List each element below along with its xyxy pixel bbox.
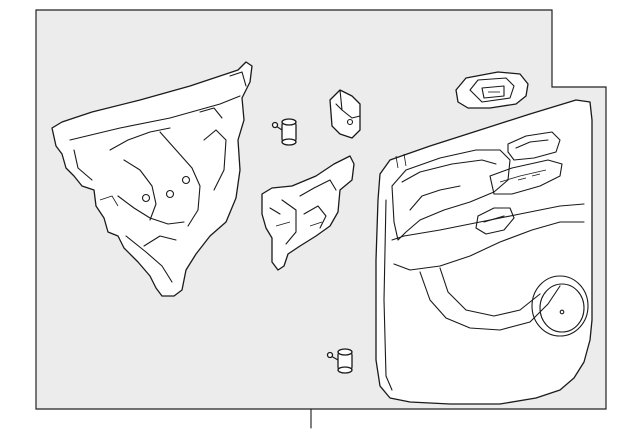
push-pin-clip-lower (326, 348, 353, 374)
push-pin-clip-upper (271, 118, 297, 146)
trim-bracket (329, 89, 361, 139)
door-trim-panel (375, 99, 593, 405)
mounting-plate (261, 155, 355, 271)
water-deflector (51, 61, 253, 297)
switch-bezel (455, 71, 529, 109)
